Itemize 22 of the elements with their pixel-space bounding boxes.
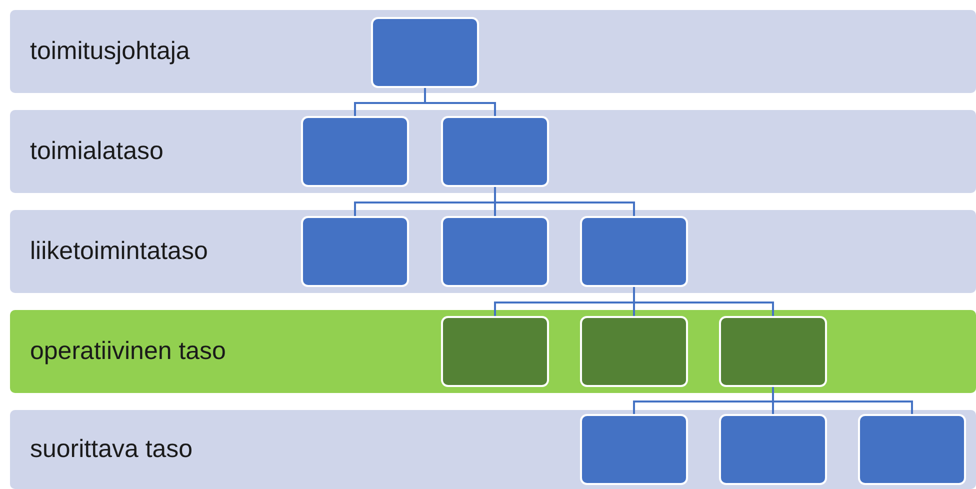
org-chart-box bbox=[371, 17, 479, 88]
org-chart-box bbox=[580, 316, 688, 387]
level-band bbox=[10, 10, 976, 93]
org-chart-box bbox=[301, 116, 409, 187]
level-label: suorittava taso bbox=[30, 434, 193, 465]
org-chart-box bbox=[441, 116, 549, 187]
org-chart-box bbox=[301, 216, 409, 287]
level-band bbox=[10, 410, 976, 489]
org-chart-box bbox=[719, 316, 827, 387]
level-band bbox=[10, 110, 976, 193]
org-chart-box bbox=[441, 216, 549, 287]
level-label: liiketoimintataso bbox=[30, 236, 208, 267]
org-chart-box bbox=[580, 216, 688, 287]
level-label: operatiivinen taso bbox=[30, 336, 226, 367]
level-band bbox=[10, 310, 976, 393]
org-chart-box bbox=[858, 414, 966, 485]
org-chart-box bbox=[580, 414, 688, 485]
level-label: toimialataso bbox=[30, 136, 164, 167]
org-chart-box bbox=[441, 316, 549, 387]
level-label: toimitusjohtaja bbox=[30, 36, 190, 67]
org-chart-box bbox=[719, 414, 827, 485]
level-band bbox=[10, 210, 976, 293]
